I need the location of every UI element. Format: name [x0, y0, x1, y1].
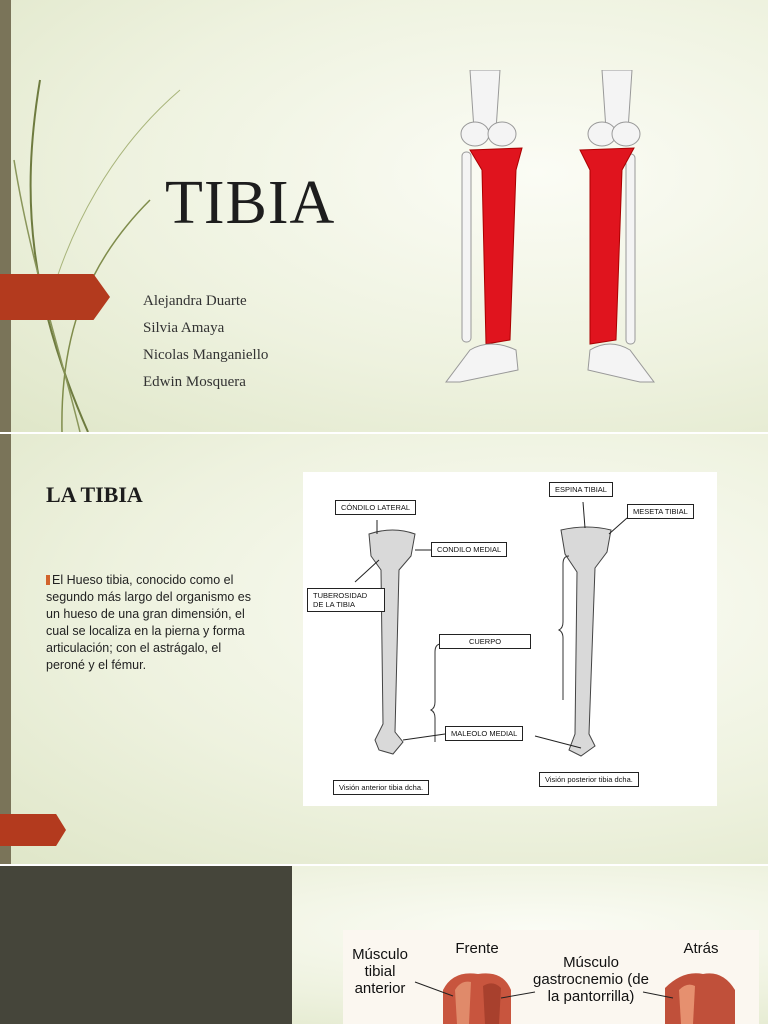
label-maleolo-medial: MALEOLO MEDIAL: [445, 726, 524, 741]
caption-anterior: Visión anterior tibia dcha.: [333, 780, 430, 795]
label-musculo-gastrocnemio: Músculo gastrocnemio (de la pantorrilla): [533, 954, 649, 1005]
side-stripe: [0, 0, 11, 432]
author-name: Nicolas Manganiello: [143, 347, 269, 363]
label-tuberosidad: TUBEROSIDAD DE LA TIBIA: [307, 588, 385, 612]
label-meseta-tibial: MESETA TIBIAL: [627, 504, 694, 519]
label-condilo-lateral: CÓNDILO LATERAL: [335, 500, 417, 515]
leg-bones-illustration: [445, 70, 655, 383]
paragraph-text: El Hueso tibia, conocido como el segundo…: [46, 573, 251, 672]
label-espina-tibial: ESPINA TIBIAL: [549, 482, 613, 497]
tibia-bones-drawing: [354, 501, 628, 757]
slide-la-tibia: LA TIBIA El Hueso tibia, conocido como e…: [0, 434, 768, 864]
accent-arrow: [0, 274, 110, 320]
slide-title-text: TIBIA: [165, 169, 336, 237]
author-name: Alejandra Duarte: [143, 293, 247, 309]
label-cuerpo: CUERPO: [439, 634, 531, 649]
caption-posterior: Visión posterior tibia dcha.: [539, 772, 639, 787]
side-stripe: [0, 434, 11, 864]
label-condilo-medial: CONDILO MEDIAL: [431, 542, 508, 557]
bullet-icon: [46, 575, 50, 585]
author-list: Alejandra Duarte Silvia Amaya Nicolas Ma…: [143, 288, 268, 396]
description-paragraph: El Hueso tibia, conocido como el segundo…: [46, 572, 262, 674]
label-atras: Atrás: [683, 940, 719, 957]
leg-muscles-image: Músculo tibial anterior Frente Músculo g…: [343, 930, 759, 1024]
label-musculo-tibial: Músculo tibial anterior: [352, 946, 408, 997]
muscle-drawing: [414, 973, 735, 1024]
slide-muscles: Músculo tibial anterior Frente Músculo g…: [0, 866, 768, 1024]
label-frente: Frente: [455, 940, 499, 957]
author-name: Silvia Amaya: [143, 320, 225, 336]
author-name: Edwin Mosquera: [143, 374, 246, 390]
section-heading: LA TIBIA: [46, 482, 143, 507]
dark-panel: [0, 866, 292, 1024]
accent-arrow: [0, 814, 66, 846]
tibia-anatomy-diagram: CÓNDILO LATERAL CONDILO MEDIAL TUBEROSID…: [303, 472, 717, 806]
slide-title: TIBIA Alejandra Duarte Silvia Amaya Nico…: [0, 0, 768, 432]
